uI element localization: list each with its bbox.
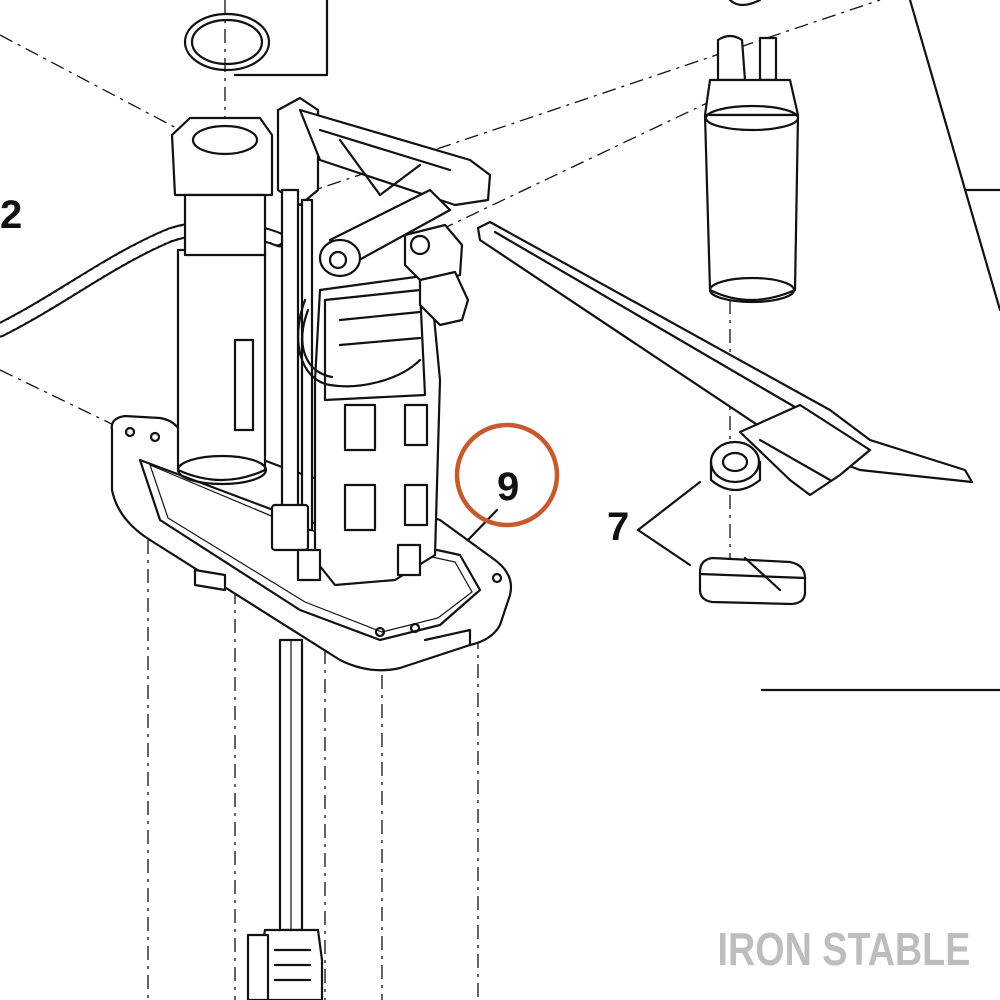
callout-7: 7 (607, 505, 629, 549)
o-ring (183, 12, 271, 72)
callout-9-highlight-circle (454, 422, 560, 528)
pump-module-body (170, 96, 492, 592)
fuel-pump (703, 0, 800, 304)
callout-9: 9 (454, 422, 560, 528)
callout-7-label: 7 (607, 505, 629, 549)
float (698, 556, 807, 606)
callout-2: 2 (0, 193, 22, 237)
dip-tube (246, 638, 324, 1000)
level-sender-arm (476, 220, 974, 497)
watermark: IRON STABLE (717, 923, 970, 975)
reference-lines (233, 0, 1000, 692)
callout-2-label: 2 (0, 193, 22, 237)
callout-9-label: 9 (497, 465, 519, 509)
